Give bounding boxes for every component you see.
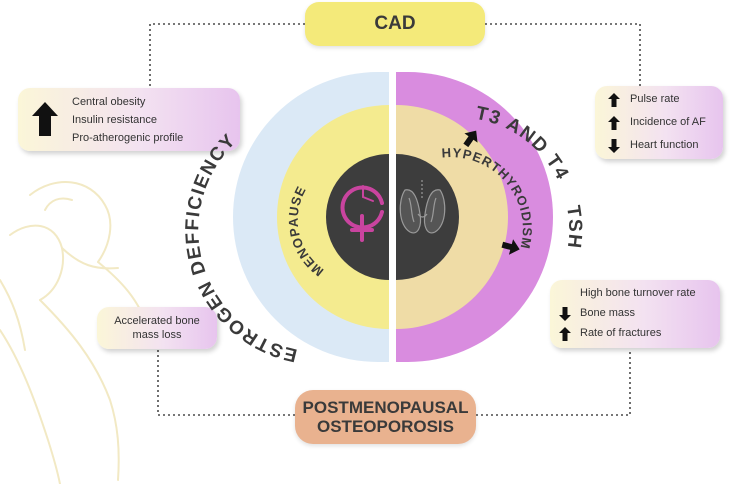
effect-item: High bone turnover rate: [580, 287, 696, 299]
center-left: [326, 154, 389, 280]
down-arrow-icon: [608, 139, 620, 153]
cad-title-box: CAD: [305, 2, 485, 46]
up-arrow-icon: [463, 130, 478, 148]
tsh-label: TSH: [562, 204, 585, 250]
down-arrow-icon: [559, 307, 571, 321]
thyroid-gland-icon: [399, 180, 446, 234]
effect-item: Pro-atherogenic profile: [72, 132, 184, 144]
effect-item: Rate of fractures: [580, 327, 662, 339]
bone-loss-line1: Accelerated bone: [114, 315, 200, 327]
bone-loss-line2: mass loss: [132, 329, 182, 341]
effect-item: Pulse rate: [630, 93, 680, 105]
effect-item: Insulin resistance: [72, 114, 157, 126]
estrogen-effects-box: Central obesity Insulin resistance Pro-a…: [18, 88, 240, 151]
thyroid-heart-effects-box: Pulse rate Incidence of AF Heart functio…: [595, 86, 723, 159]
up-arrow-icon: [559, 327, 571, 341]
up-arrow-icon: [32, 102, 58, 136]
venus-symbol-icon: [340, 185, 384, 242]
cad-title: CAD: [374, 13, 416, 34]
effect-item: Heart function: [630, 139, 699, 151]
down-arrow-icon: [501, 239, 520, 255]
bone-loss-box: Accelerated bone mass loss: [97, 307, 217, 349]
thyroid-bone-effects-box: High bone turnover rate Bone mass Rate o…: [550, 280, 720, 348]
clock-hands-icon: [362, 185, 374, 202]
effect-item: Central obesity: [72, 96, 146, 108]
effect-item: Incidence of AF: [630, 116, 706, 128]
up-arrow-icon: [608, 116, 620, 130]
osteoporosis-title-line2: OSTEOPOROSIS: [317, 417, 454, 436]
osteoporosis-title-box: POSTMENOPAUSAL OSTEOPOROSIS: [295, 390, 476, 444]
woman-sketch-decoration: [0, 181, 149, 484]
dotted-connectors: [149, 23, 641, 416]
osteoporosis-title-line1: POSTMENOPAUSAL: [302, 398, 469, 417]
effect-item: Bone mass: [580, 307, 636, 319]
up-arrow-icon: [608, 93, 620, 107]
